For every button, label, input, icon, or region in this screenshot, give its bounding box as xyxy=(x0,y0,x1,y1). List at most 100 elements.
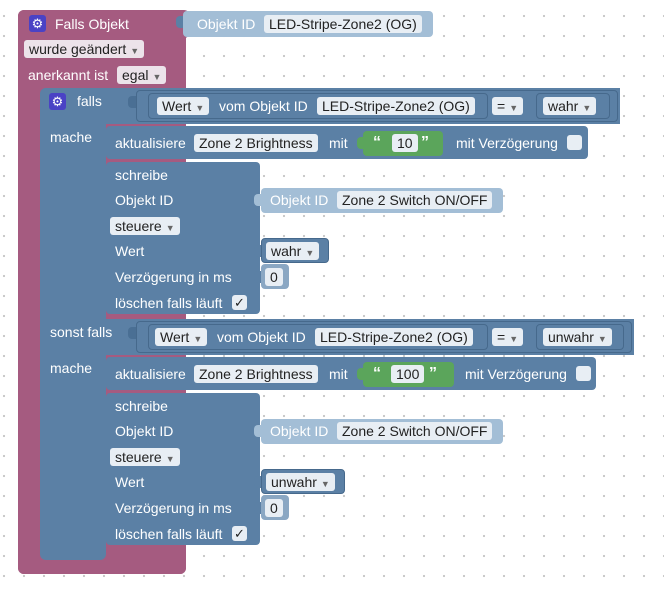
chevron-down-icon: ▼ xyxy=(193,334,203,344)
do-label-1: mache xyxy=(50,129,93,145)
trigger-dropdown[interactable]: wurde geändert▼ xyxy=(24,40,145,58)
update1-block[interactable] xyxy=(106,126,588,159)
write2-value-connector xyxy=(254,476,262,488)
write1-obj-field-label: Objekt ID xyxy=(270,192,329,208)
write1-value: wahr xyxy=(271,243,302,259)
write2-delay-label: Verzögerung in ms xyxy=(115,500,232,516)
event-obj-label: Objekt ID xyxy=(197,16,256,32)
update1-with-label: mit xyxy=(329,135,348,151)
write1-obj-label: Objekt ID xyxy=(115,192,174,208)
quote-open-icon: “ xyxy=(373,134,381,151)
update2-delay-label: mit Verzögerung xyxy=(465,366,567,382)
update2-with-label: mit xyxy=(329,366,348,382)
chevron-down-icon: ▼ xyxy=(152,72,162,82)
chevron-down-icon: ▼ xyxy=(597,334,607,344)
event-block-footer[interactable] xyxy=(18,556,186,574)
quote-close-icon: ” xyxy=(421,134,429,151)
do-label-2: mache xyxy=(50,360,93,376)
cond1-op-dropdown[interactable]: =▼ xyxy=(492,97,524,115)
gear-icon[interactable]: ⚙ xyxy=(29,15,46,32)
update2-target[interactable]: Zone 2 Brightness xyxy=(194,365,318,383)
quote-open-icon: “ xyxy=(373,365,381,382)
cond2-value-dropdown[interactable]: unwahr▼ xyxy=(543,328,612,346)
update1-label: aktualisiere xyxy=(115,135,186,151)
chevron-down-icon: ▼ xyxy=(165,454,175,464)
elseif-label: sonst falls xyxy=(50,324,113,340)
cond2-prop: Wert xyxy=(160,329,190,345)
trigger-value: wurde geändert xyxy=(29,41,127,57)
write1-mode-dropdown[interactable]: steuere▼ xyxy=(110,217,180,235)
update1-delay-label: mit Verzögerung xyxy=(456,135,558,151)
update2-value[interactable]: 100 xyxy=(391,365,425,383)
cond2-op: = xyxy=(497,329,506,345)
write1-title: schreibe xyxy=(115,167,168,183)
if-block-footer[interactable] xyxy=(40,546,106,560)
write1-value-label: Wert xyxy=(115,243,145,259)
event-title: Falls Objekt xyxy=(55,16,129,32)
write1-value-dropdown[interactable]: wahr▼ xyxy=(266,242,320,260)
write1-clear-label: löschen falls läuft xyxy=(115,295,223,311)
write1-delay-label: Verzögerung in ms xyxy=(115,269,232,285)
update1-target[interactable]: Zone 2 Brightness xyxy=(194,134,318,152)
cond2-value: unwahr xyxy=(548,329,594,345)
write2-mode-dropdown[interactable]: steuere▼ xyxy=(110,448,180,466)
write2-title: schreibe xyxy=(115,398,168,414)
cond1-connector xyxy=(128,96,136,108)
write2-obj-connector xyxy=(254,425,262,437)
event-obj-connector xyxy=(176,16,184,28)
cond1-prop-dropdown[interactable]: Wert▼ xyxy=(157,97,210,115)
ack-dropdown[interactable]: egal▼ xyxy=(117,66,167,84)
write2-obj-label: Objekt ID xyxy=(115,423,174,439)
cond1-from-label: vom Objekt ID xyxy=(219,98,308,114)
write1-value-connector xyxy=(254,245,262,257)
write2-obj-field-label: Objekt ID xyxy=(270,423,329,439)
write2-clear-checkbox[interactable]: ✓ xyxy=(232,526,247,541)
write2-block[interactable] xyxy=(106,393,260,545)
write1-mode: steuere xyxy=(115,218,162,234)
update2-delay-checkbox[interactable] xyxy=(576,366,591,381)
write1-delay-connector xyxy=(254,271,262,283)
cond1-op: = xyxy=(497,98,506,114)
write2-mode: steuere xyxy=(115,449,162,465)
write2-value-label: Wert xyxy=(115,474,145,490)
update2-value-connector xyxy=(357,368,365,380)
chevron-down-icon: ▼ xyxy=(195,103,205,113)
write1-block[interactable] xyxy=(106,162,260,314)
write2-value-dropdown[interactable]: unwahr▼ xyxy=(266,473,335,491)
ack-value: egal xyxy=(122,67,149,83)
write2-obj-field[interactable]: Zone 2 Switch ON/OFF xyxy=(337,422,493,440)
chevron-down-icon: ▼ xyxy=(582,103,592,113)
ack-label: anerkannt ist xyxy=(28,67,109,83)
cond1-obj-field[interactable]: LED-Stripe-Zone2 (OG) xyxy=(317,97,475,115)
update1-delay-checkbox[interactable] xyxy=(567,135,582,150)
write2-clear-label: löschen falls läuft xyxy=(115,526,223,542)
write1-clear-checkbox[interactable]: ✓ xyxy=(232,295,247,310)
update2-block[interactable] xyxy=(106,357,596,390)
cond2-obj-field[interactable]: LED-Stripe-Zone2 (OG) xyxy=(315,328,473,346)
update1-value-connector xyxy=(357,137,365,149)
chevron-down-icon: ▼ xyxy=(320,479,330,489)
chevron-down-icon: ▼ xyxy=(165,223,175,233)
chevron-down-icon: ▼ xyxy=(130,46,140,56)
cond2-connector xyxy=(128,327,136,339)
if-label: falls xyxy=(77,93,102,109)
cond1-value-dropdown[interactable]: wahr▼ xyxy=(543,97,597,115)
event-obj-field[interactable]: LED-Stripe-Zone2 (OG) xyxy=(264,15,422,33)
cond1-prop: Wert xyxy=(162,98,192,114)
write1-obj-connector xyxy=(254,194,262,206)
write1-obj-field[interactable]: Zone 2 Switch ON/OFF xyxy=(337,191,493,209)
chevron-down-icon: ▼ xyxy=(305,248,315,258)
write1-delay-value[interactable]: 0 xyxy=(265,268,283,286)
cond1-value: wahr xyxy=(548,98,579,114)
cond2-from-label: vom Objekt ID xyxy=(217,329,306,345)
write2-delay-connector xyxy=(254,502,262,514)
chevron-down-icon: ▼ xyxy=(509,334,519,344)
chevron-down-icon: ▼ xyxy=(509,103,519,113)
write2-value: unwahr xyxy=(271,474,317,490)
gear-icon[interactable]: ⚙ xyxy=(49,93,66,110)
cond2-prop-dropdown[interactable]: Wert▼ xyxy=(155,328,208,346)
quote-close-icon: ” xyxy=(429,365,437,382)
cond2-op-dropdown[interactable]: =▼ xyxy=(492,328,524,346)
update1-value[interactable]: 10 xyxy=(392,134,418,152)
write2-delay-value[interactable]: 0 xyxy=(265,499,283,517)
